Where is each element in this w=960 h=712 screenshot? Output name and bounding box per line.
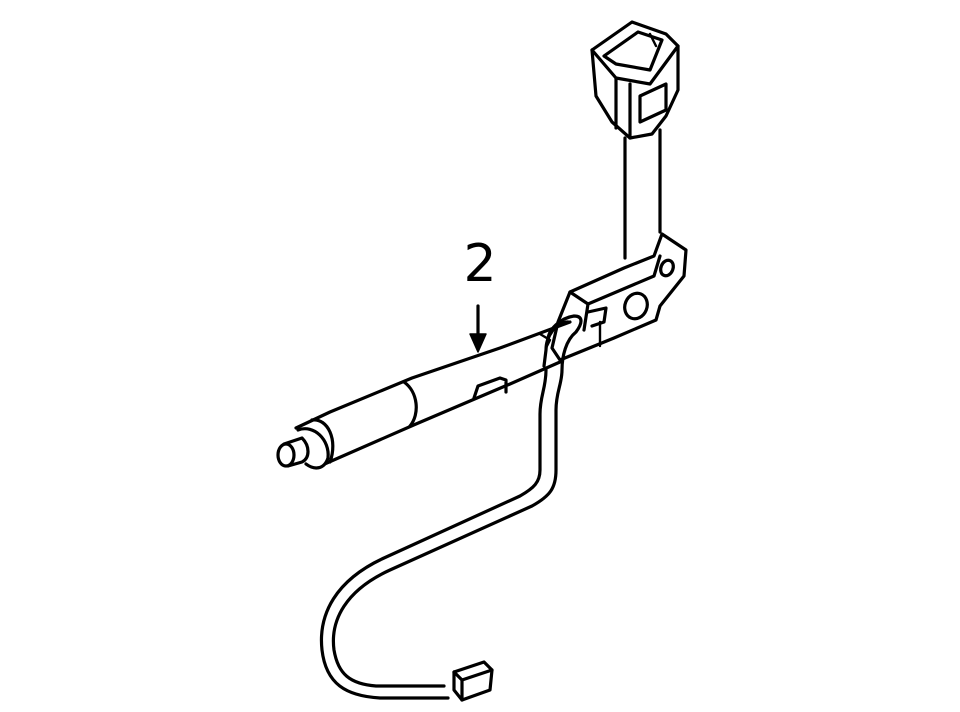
pretensioner-tube (276, 320, 572, 470)
callout-label: 2 (463, 234, 497, 294)
electrical-connector (452, 660, 494, 702)
callout-arrow-2 (469, 304, 487, 353)
buckle-strap (623, 128, 662, 260)
wire-harness (319, 314, 583, 700)
seat-belt-buckle (590, 20, 680, 140)
mounting-bracket (550, 232, 688, 362)
